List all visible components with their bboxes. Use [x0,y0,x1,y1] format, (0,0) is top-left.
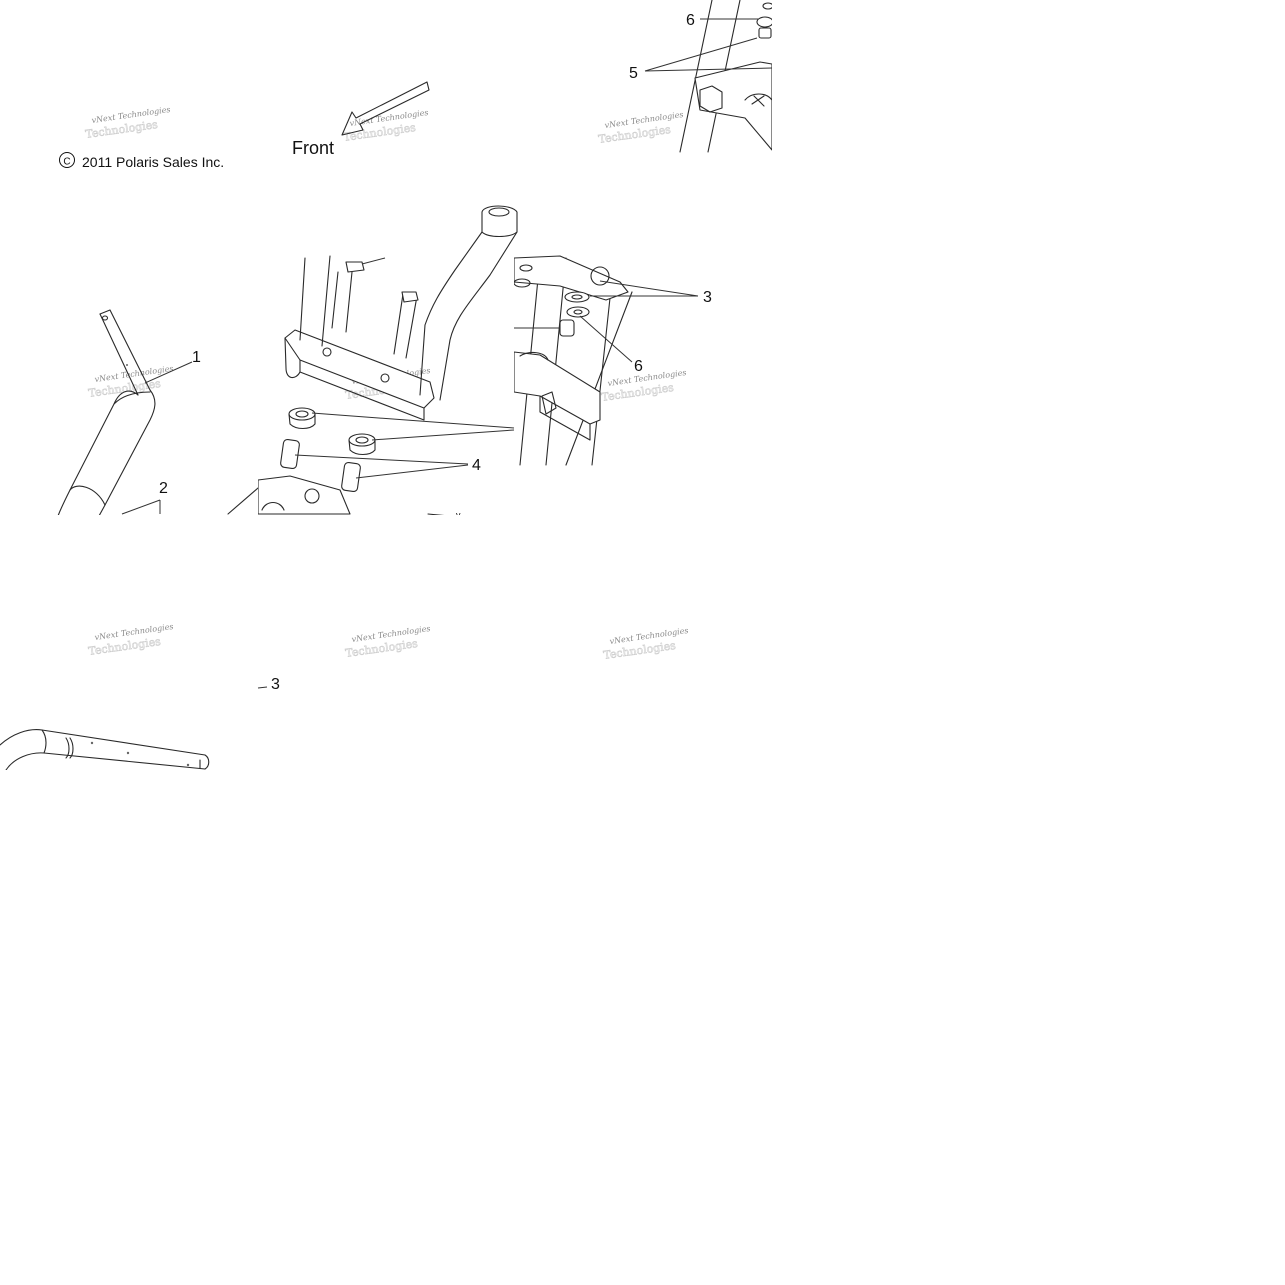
handlebar-left [57,309,258,515]
handlebar-clamp-assembly: v [258,255,461,520]
callout-3-bottom: 3 [271,676,280,693]
watermark: vNext Technologies Technologies [597,110,684,146]
watermark: vNext Technologies Technologies [344,624,431,660]
callout-6-top: 6 [686,12,695,29]
watermark: vNext Technologies Technologies [87,622,174,658]
fork-clamp-assembly [514,255,633,466]
callout-5: 5 [629,65,638,82]
copyright-notice: C 2011 Polaris Sales Inc. [59,152,224,170]
copyright-symbol-icon [59,152,75,168]
front-arrow: Front [292,81,430,158]
callout-3-right: 3 [703,289,712,306]
copyright-symbol-letter: C [63,157,70,168]
callouts-mid-left: 1 2 [159,349,201,497]
callout-1: 1 [192,349,201,366]
watermark: vNext Technologies Technologies [602,626,689,662]
callouts-mid-center: 4 [294,412,515,479]
callout-6-right: 6 [634,358,643,375]
partial-letter: v [456,510,461,520]
watermark: vNext Technologies Technologies [342,108,429,144]
front-label: Front [292,138,334,158]
watermark: vNext Technologies Technologies [600,368,687,404]
front-arrow-icon [341,81,430,136]
callout-4: 4 [472,457,481,474]
watermark: vNext Technologies Technologies [84,105,171,141]
handlebar-end [0,729,210,770]
callout-2: 2 [159,480,168,497]
callouts-top-right: 6 5 [629,12,773,82]
callouts-mid-right: 3 6 [514,280,712,375]
fork-assembly-top [679,0,772,153]
callouts-bottom: 3 [257,676,280,693]
copyright-text: 2011 Polaris Sales Inc. [82,154,224,170]
riser-tube [424,205,518,341]
